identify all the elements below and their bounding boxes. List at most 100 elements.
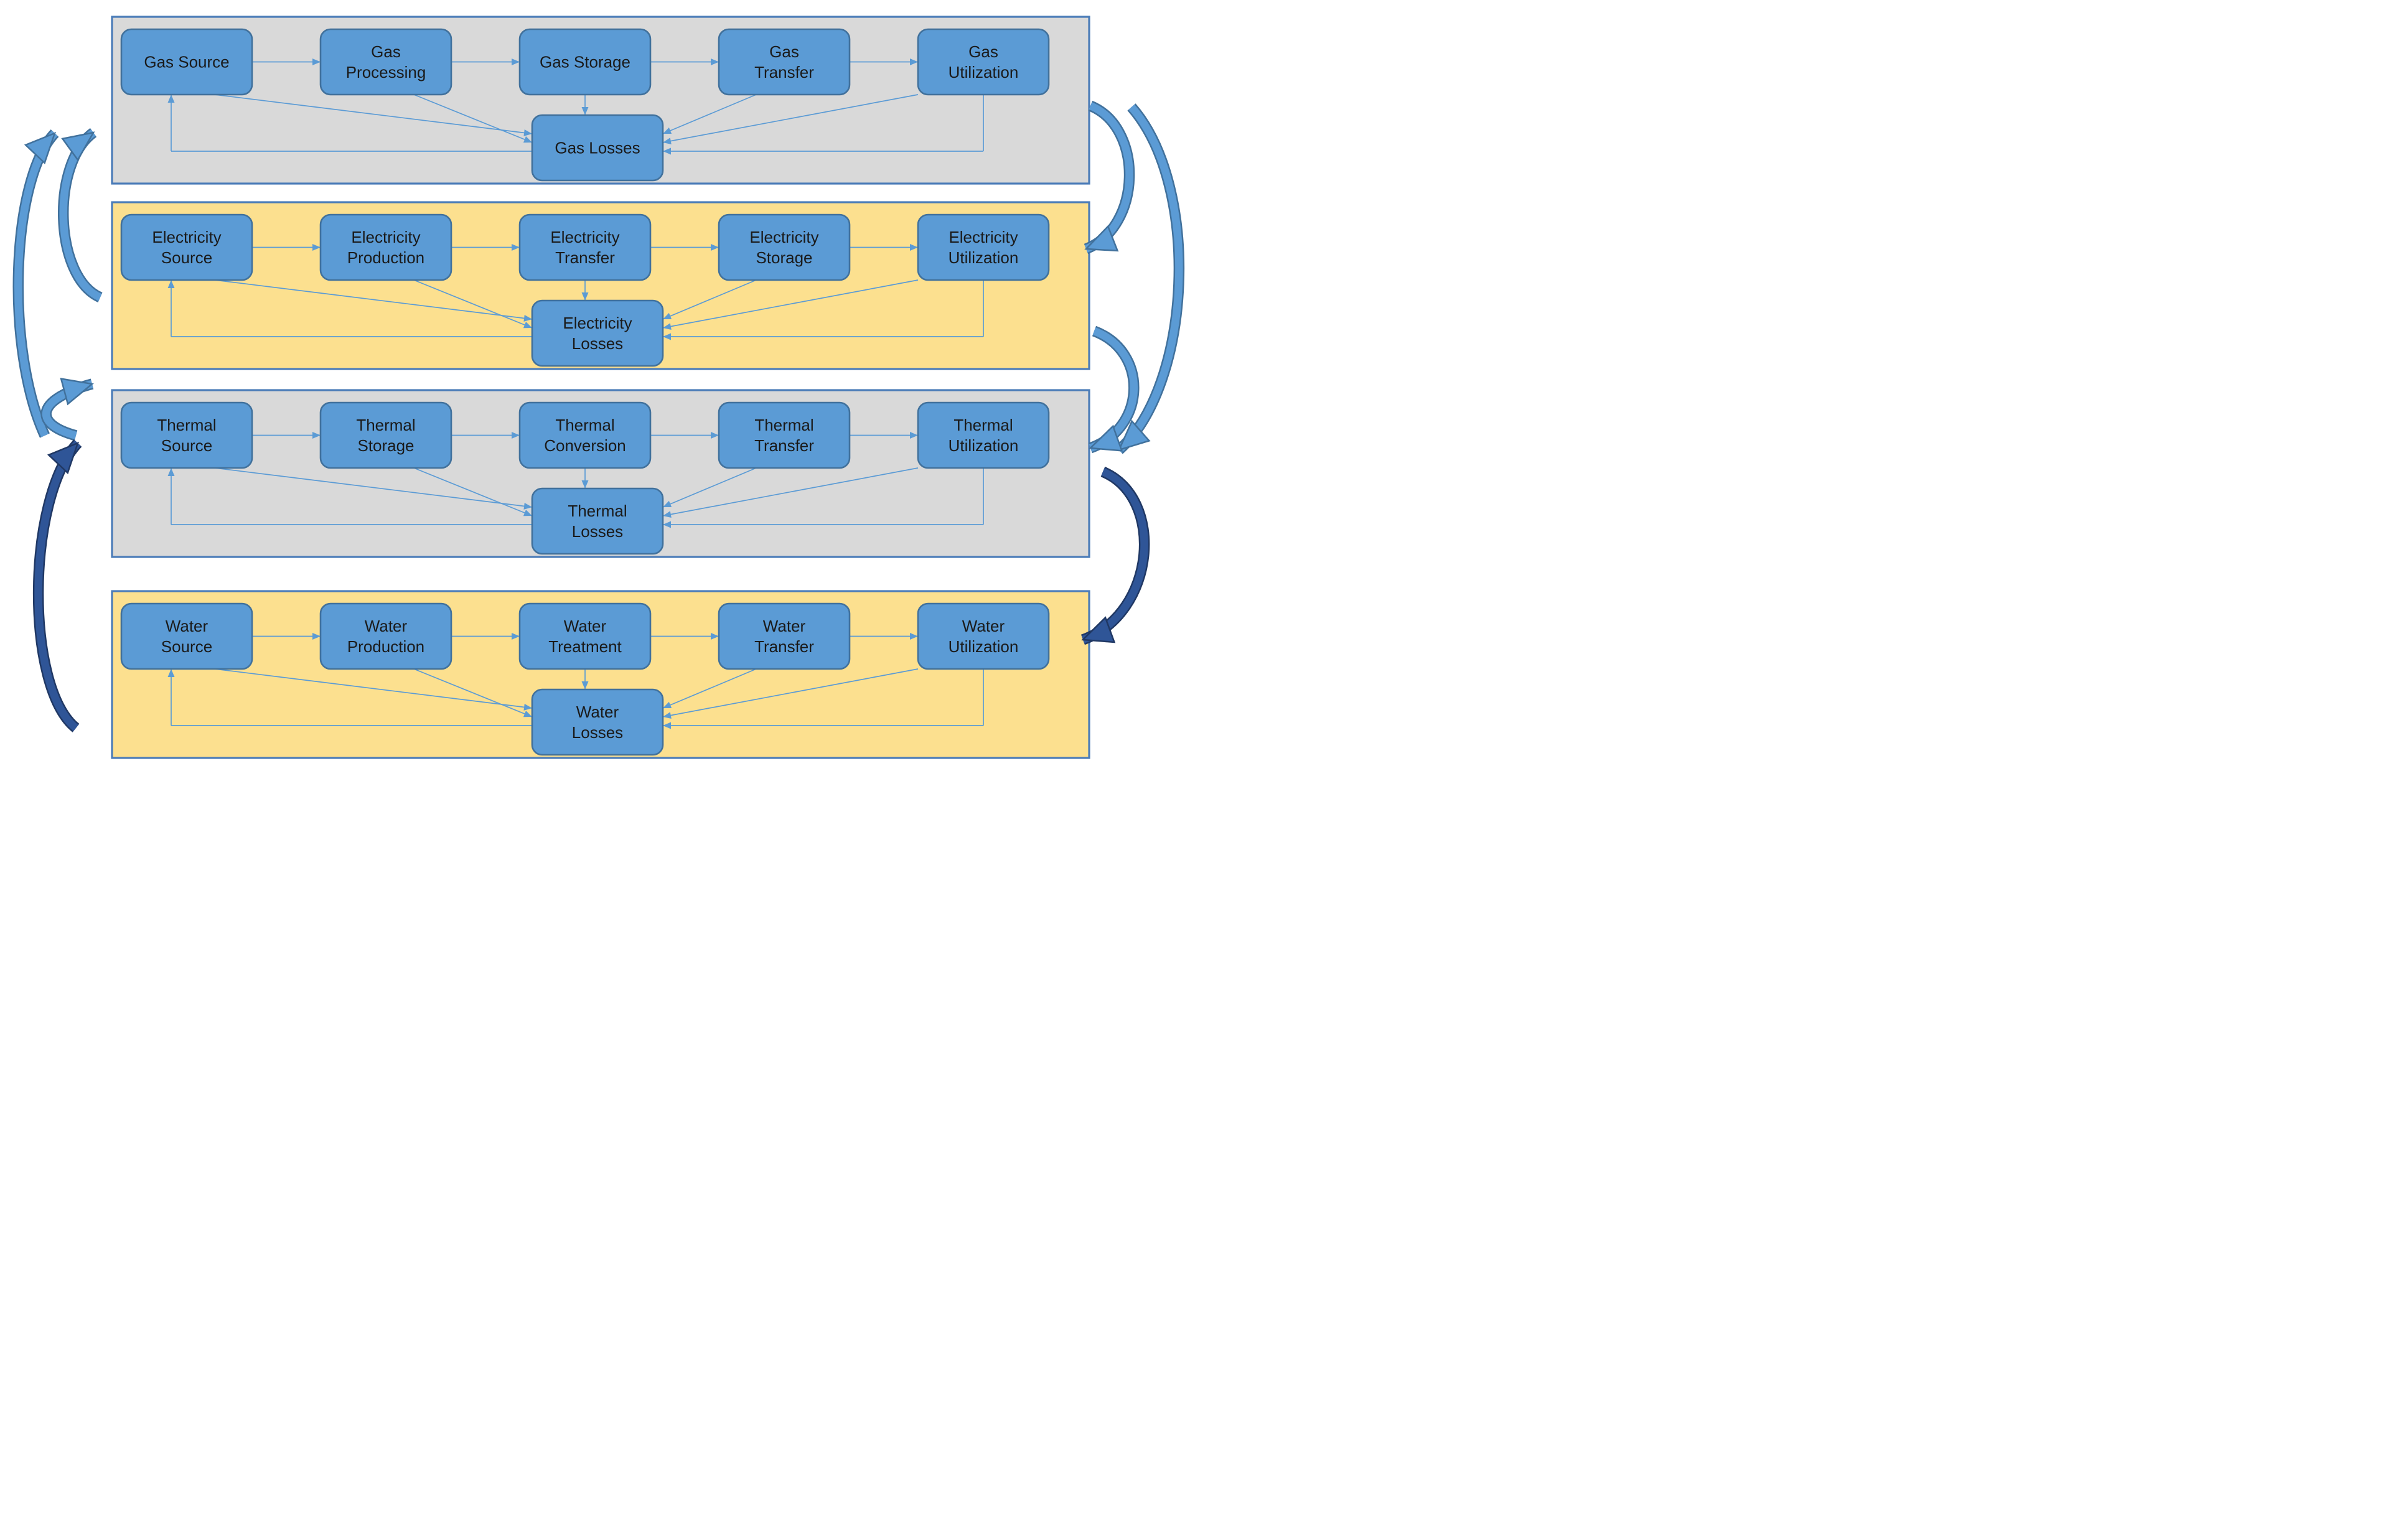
arrowhead-icon bbox=[663, 722, 671, 729]
connector-line bbox=[214, 668, 533, 709]
arrowhead-icon bbox=[581, 107, 589, 115]
arrowhead-icon bbox=[663, 333, 671, 340]
connector-line bbox=[662, 668, 757, 709]
node-box bbox=[917, 28, 1050, 96]
node-box bbox=[917, 602, 1050, 670]
arrowhead-icon bbox=[312, 244, 321, 251]
node-box bbox=[120, 401, 253, 469]
curved-arrow-outline bbox=[57, 128, 103, 303]
arrowhead-icon bbox=[1084, 225, 1119, 252]
arrowhead-icon bbox=[663, 127, 672, 134]
curved-arrow-electricity-to-thermal bbox=[1088, 325, 1140, 454]
arrowhead-icon bbox=[581, 681, 589, 689]
curved-arrow-water-to-thermal bbox=[32, 439, 82, 732]
arrowhead-icon bbox=[711, 432, 719, 439]
curved-arrow-body bbox=[14, 130, 58, 437]
arrowhead-icon bbox=[60, 378, 94, 406]
node-box bbox=[319, 401, 452, 469]
arrowhead-icon bbox=[512, 244, 520, 251]
arrowhead-icon bbox=[581, 292, 589, 301]
curved-arrow-outline bbox=[12, 129, 59, 438]
arrowhead-icon bbox=[167, 95, 175, 103]
node-gas-source: Gas Source bbox=[120, 28, 253, 96]
band-connectors bbox=[167, 58, 984, 155]
curved-arrow-gas-to-thermal bbox=[1115, 103, 1185, 454]
arrowhead-icon bbox=[523, 703, 532, 711]
arrowhead-icon bbox=[24, 131, 57, 165]
node-label: Gas Storage bbox=[540, 53, 630, 72]
node-box bbox=[531, 487, 664, 555]
arrowhead-icon bbox=[663, 511, 672, 518]
arrowhead-icon bbox=[663, 712, 672, 719]
arrowhead-icon bbox=[523, 711, 532, 717]
connector-line bbox=[662, 94, 919, 143]
node-box bbox=[319, 602, 452, 670]
node-box bbox=[718, 28, 851, 96]
arrowhead-icon bbox=[910, 58, 918, 65]
node-box bbox=[120, 602, 253, 670]
arrowhead-icon bbox=[663, 701, 672, 709]
arrowhead-icon bbox=[663, 312, 672, 320]
node-box bbox=[917, 401, 1050, 469]
curved-arrow-body bbox=[1081, 468, 1148, 643]
arrowhead-icon bbox=[663, 147, 671, 155]
arrowhead-icon bbox=[1117, 419, 1151, 451]
curved-arrow-body bbox=[34, 440, 81, 731]
arrowhead-icon bbox=[523, 510, 532, 516]
arrowhead-icon bbox=[663, 521, 671, 528]
curved-arrow-thermal-to-electricity bbox=[40, 378, 94, 441]
connector-line bbox=[662, 279, 757, 320]
node-label: Gas Losses bbox=[555, 139, 640, 157]
node-box bbox=[718, 401, 851, 469]
arrowhead-icon bbox=[312, 58, 321, 65]
arrowhead-icon bbox=[910, 633, 918, 640]
connector-line bbox=[413, 668, 533, 717]
curved-arrow-thermal-to-water bbox=[1080, 466, 1150, 645]
connector-line bbox=[413, 94, 533, 143]
node-box bbox=[718, 602, 851, 670]
arrowhead-icon bbox=[663, 138, 672, 145]
arrowhead-icon bbox=[312, 633, 321, 640]
connector-line bbox=[413, 279, 533, 329]
curved-arrow-body bbox=[1116, 104, 1183, 453]
connector-line bbox=[214, 94, 533, 134]
connector-line bbox=[413, 467, 533, 516]
arrowhead-icon bbox=[167, 669, 175, 677]
node-gas-storage: Gas Storage bbox=[518, 28, 652, 96]
arrowhead-icon bbox=[61, 131, 95, 162]
arrowhead-icon bbox=[512, 432, 520, 439]
arrowhead-icon bbox=[1089, 424, 1123, 452]
node-box bbox=[319, 28, 452, 96]
node-box bbox=[531, 114, 664, 182]
